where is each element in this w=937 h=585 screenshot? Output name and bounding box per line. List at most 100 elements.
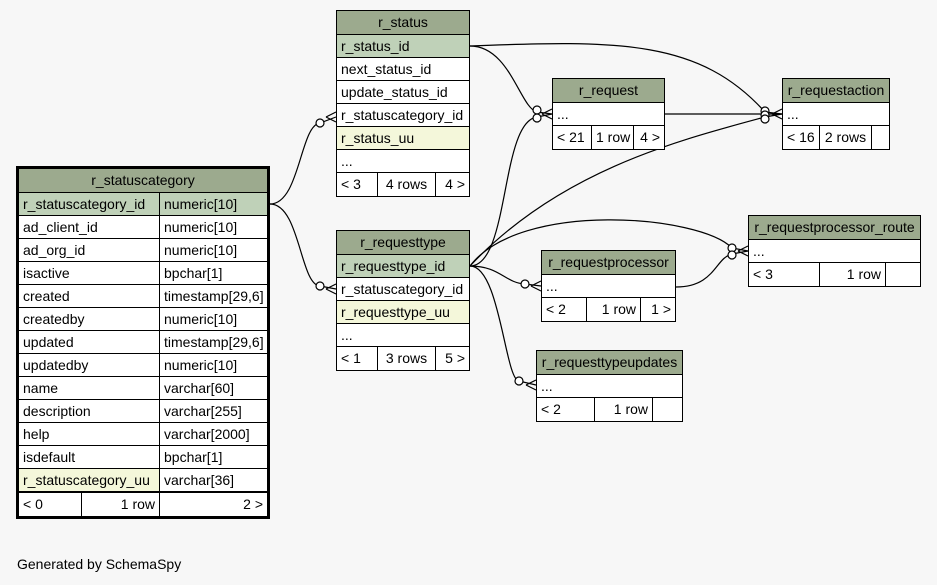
- table-r-requestaction[interactable]: r_requestaction ... < 16 2 rows: [782, 78, 890, 150]
- row-count: 1 row: [81, 493, 159, 516]
- edge-processor-route: [675, 250, 749, 288]
- column-row: ...: [537, 375, 682, 398]
- table-footer: < 1 3 rows 5 >: [337, 347, 469, 370]
- column-name: createdby: [23, 311, 85, 327]
- row-count: 1 row: [591, 126, 633, 149]
- column-name: r_statuscategory_uu: [19, 469, 159, 491]
- edge-statuscategory-requesttype: [269, 203, 337, 290]
- column-name: updated: [23, 334, 74, 350]
- column-name: isdefault: [23, 449, 76, 465]
- column-type: varchar[255]: [159, 400, 267, 422]
- edge-marker: [727, 250, 737, 260]
- table-footer: < 0 1 row 2 >: [19, 492, 267, 516]
- edge-marker: [315, 118, 325, 128]
- table-r-requesttype[interactable]: r_requesttype r_requesttype_id r_statusc…: [336, 230, 470, 371]
- column-name: name: [23, 380, 59, 396]
- column-row: ...: [749, 240, 920, 263]
- row-count: 1 row: [594, 398, 652, 421]
- edge-statuscategory-status: [269, 116, 337, 205]
- column-row: ...: [337, 324, 469, 347]
- parent-count: < 3: [753, 266, 773, 282]
- child-count: 5 >: [435, 347, 469, 370]
- parent-count: < 2: [546, 301, 566, 317]
- table-footer: < 3 1 row: [749, 263, 920, 286]
- table-footer: < 3 4 rows 4 >: [337, 173, 469, 196]
- parent-count: < 1: [341, 350, 361, 366]
- row-count: 2 rows: [819, 126, 871, 149]
- edge-marker: [520, 279, 530, 289]
- column-row: name varchar[60]: [19, 377, 267, 400]
- edge-requesttype-processor: [469, 265, 542, 287]
- column-type: bpchar[1]: [159, 446, 267, 468]
- edge-marker: [315, 281, 325, 291]
- edge-marker: [532, 113, 542, 123]
- child-count: [885, 263, 920, 286]
- row-count: 1 row: [586, 298, 640, 321]
- column-type: varchar[60]: [159, 377, 267, 399]
- column-row: ...: [783, 103, 889, 126]
- child-count: 4 >: [633, 126, 664, 149]
- table-footer: < 16 2 rows: [783, 126, 889, 149]
- table-footer: < 2 1 row: [537, 398, 682, 421]
- column-type: numeric[10]: [159, 308, 267, 330]
- column-row: ...: [337, 150, 469, 173]
- column-row: r_status_id: [337, 35, 469, 58]
- table-r-requesttypeupdates[interactable]: r_requesttypeupdates ... < 2 1 row: [536, 350, 683, 422]
- column-row: help varchar[2000]: [19, 423, 267, 446]
- column-type: varchar[36]: [159, 469, 267, 491]
- column-row: ...: [553, 103, 664, 126]
- child-count: 1 >: [640, 298, 675, 321]
- column-row: updated timestamp[29,6]: [19, 331, 267, 354]
- column-name: created: [23, 288, 70, 304]
- table-r-requestprocessor[interactable]: r_requestprocessor ... < 2 1 row 1 >: [541, 250, 676, 322]
- column-row: createdby numeric[10]: [19, 308, 267, 331]
- column-row: update_status_id: [337, 81, 469, 104]
- edge-status-request: [469, 45, 553, 115]
- column-name: updatedby: [23, 357, 89, 373]
- child-count: 2 >: [159, 493, 267, 516]
- child-count: [871, 126, 889, 149]
- column-row: isdefault bpchar[1]: [19, 446, 267, 469]
- table-header: r_statuscategory: [19, 169, 267, 193]
- edge-requesttype-request: [469, 113, 553, 267]
- child-count: [652, 398, 682, 421]
- table-header: r_requestprocessor_route: [749, 216, 920, 240]
- column-row: r_statuscategory_id: [337, 278, 469, 301]
- parent-count: < 3: [341, 176, 361, 192]
- column-row: r_requesttype_id: [337, 255, 469, 278]
- row-count: 4 rows: [377, 173, 435, 196]
- column-name: description: [23, 403, 91, 419]
- column-row: next_status_id: [337, 58, 469, 81]
- column-row: r_statuscategory_id: [337, 104, 469, 127]
- table-r-status[interactable]: r_status r_status_id next_status_id upda…: [336, 10, 470, 197]
- column-type: bpchar[1]: [159, 262, 267, 284]
- table-header: r_requestprocessor: [542, 251, 675, 275]
- table-r-request[interactable]: r_request ... < 21 1 row 4 >: [552, 78, 665, 150]
- edge-marker: [760, 114, 770, 124]
- column-row: r_requesttype_uu: [337, 301, 469, 324]
- column-row: description varchar[255]: [19, 400, 267, 423]
- column-type: numeric[10]: [159, 239, 267, 261]
- edge-marker: [514, 376, 524, 386]
- column-name: ad_client_id: [23, 219, 98, 235]
- column-type: timestamp[29,6]: [159, 331, 267, 353]
- column-name: help: [23, 426, 50, 442]
- parent-count: < 0: [23, 496, 43, 512]
- generated-by-caption: Generated by SchemaSpy: [17, 556, 182, 572]
- parent-count: < 21: [557, 129, 585, 145]
- table-header: r_status: [337, 11, 469, 35]
- column-type: varchar[2000]: [159, 423, 267, 445]
- column-row: ...: [542, 275, 675, 298]
- edge-requesttype-route: [469, 219, 749, 267]
- parent-count: < 2: [541, 401, 561, 417]
- table-r-requestprocessor-route[interactable]: r_requestprocessor_route ... < 3 1 row: [748, 215, 921, 287]
- column-type: numeric[10]: [159, 193, 267, 215]
- edge-status-requestaction: [469, 43, 783, 115]
